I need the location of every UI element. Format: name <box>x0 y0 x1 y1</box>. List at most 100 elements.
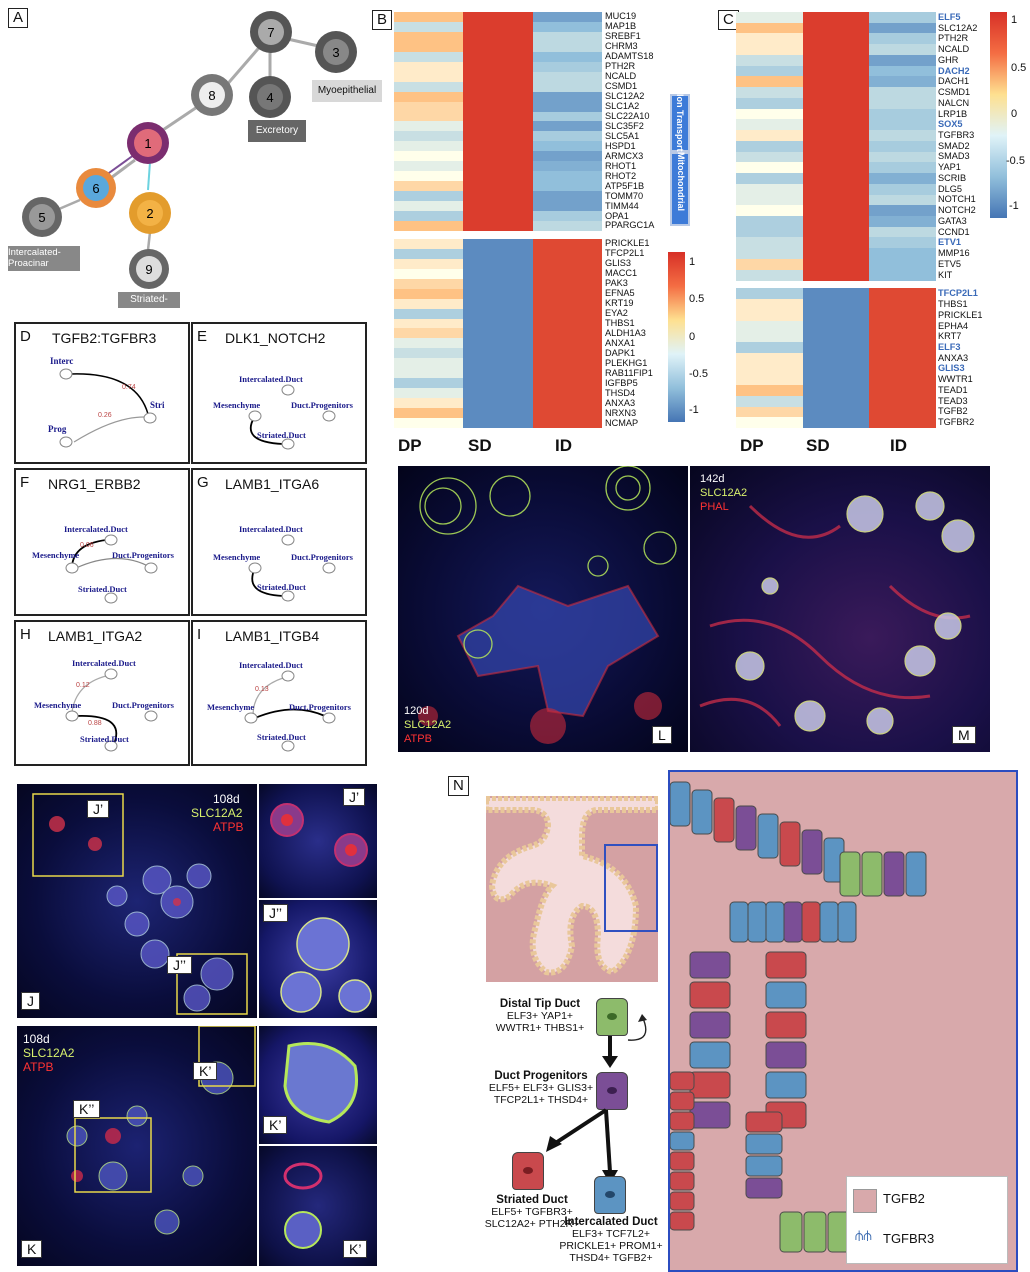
net-node-label: Mesenchyme <box>32 550 80 560</box>
micrograph-channel-red: ATPB <box>23 1060 54 1074</box>
heatmap-cell <box>802 65 870 77</box>
gene-label: ANXA3 <box>938 352 969 363</box>
duct-cell <box>745 1177 783 1199</box>
heatmap-cell <box>802 97 870 110</box>
network-panel-e: E DLK1_NOTCH2 Intercalated.Duct Mesenchy… <box>191 322 367 464</box>
gene-label: RHOT1 <box>605 160 637 171</box>
duct-cell <box>765 981 807 1009</box>
heatmap-cell <box>463 101 533 112</box>
gene-label: PPARGC1A <box>605 220 655 231</box>
inset-label: K’ <box>343 1240 368 1258</box>
heatmap-cell <box>394 12 464 23</box>
gene-label: GHR <box>938 54 959 65</box>
heatmap-cell <box>802 151 870 163</box>
duct-cell <box>670 1131 695 1151</box>
net-node-label: Intercalated.Duct <box>239 374 303 384</box>
colorbar-c-tick: 1 <box>1011 14 1018 26</box>
heatmap-cell <box>736 130 803 142</box>
gene-label: EYA2 <box>605 308 628 319</box>
heatmap-cell <box>869 299 936 311</box>
gene-label: ETV5 <box>938 258 961 269</box>
gene-label: MACC1 <box>605 268 638 279</box>
duct-cell <box>689 951 731 979</box>
heatmap-cell <box>532 418 602 429</box>
heatmap-cell <box>532 278 602 290</box>
gene-label: PAK3 <box>605 278 628 289</box>
heatmap-cell <box>394 328 464 339</box>
heatmap-cell <box>532 111 602 122</box>
legend-label-tgfbr3: TGFBR3 <box>883 1231 935 1246</box>
heatmap-cell <box>532 81 602 92</box>
network-title: DLK1_NOTCH2 <box>225 330 326 346</box>
net-node-label: Striated.Duct <box>257 430 306 440</box>
heatmap-cell <box>869 12 936 24</box>
heatmap-cell <box>532 131 602 142</box>
duct-cell <box>670 1151 695 1171</box>
heatmap-cell <box>869 65 936 77</box>
duct-cell <box>837 901 857 943</box>
gene-label: ELF5 <box>938 11 961 22</box>
duct-cell <box>713 797 735 843</box>
inset-label-kp: K’ <box>193 1062 218 1080</box>
network-panel-d: D TGFB2:TGFBR3 Interc Stri Prog 0.74 0.2… <box>14 322 190 464</box>
duct-zoom-panel: TGFB2 ⫛⫛ TGFBR3 <box>668 770 1018 1272</box>
gene-label: NCMAP <box>605 417 639 428</box>
heatmap-cell <box>463 161 533 172</box>
heatmap-cell <box>802 162 870 174</box>
gene-label: GLIS3 <box>605 258 632 269</box>
net-node-label: Intercalated.Duct <box>239 524 303 534</box>
tree-node-8: 8 <box>191 74 233 116</box>
heatmap-cell <box>394 248 464 260</box>
net-node-label: Striated.Duct <box>80 734 129 744</box>
heatmap-cell <box>394 258 464 270</box>
heatmap-cell <box>869 205 936 217</box>
net-node-label: Duct.Progenitors <box>112 700 174 710</box>
heatmap-cell <box>869 54 936 67</box>
label-intercalated-proacinar: Intercalated-Proacinar <box>8 246 80 271</box>
svg-text:5: 5 <box>38 210 45 225</box>
heatmap-cell <box>869 44 936 56</box>
heatmap-cell <box>463 338 533 349</box>
tree-node-4: 4 <box>249 76 291 118</box>
heatmap-cell <box>394 278 464 290</box>
gene-label: TFCP2L1 <box>605 248 645 259</box>
heatmap-cell <box>532 201 602 212</box>
inset-label-jpp: J’’ <box>167 956 192 974</box>
gene-label: LRP1B <box>938 108 968 119</box>
heatmap-cell <box>463 171 533 182</box>
heatmap-cell <box>394 378 464 389</box>
duct-cell <box>883 851 905 897</box>
micrograph-day: 142d <box>700 473 725 485</box>
heatmap-cell <box>736 320 803 332</box>
heatmap-cell <box>463 348 533 359</box>
duct-cell <box>670 1211 695 1231</box>
gene-label: TFCP2L1 <box>938 288 978 299</box>
duct-cell <box>905 851 927 897</box>
heatmap-cell <box>532 21 602 33</box>
inset-label: K’ <box>263 1116 288 1134</box>
heatmap-cell <box>532 31 602 43</box>
gene-label: NRXN3 <box>605 407 637 418</box>
heatmap-cell <box>802 33 870 45</box>
duct-cell <box>745 1133 783 1155</box>
heatmap-cell <box>869 119 936 131</box>
heatmap-cell <box>463 378 533 389</box>
duct-cell <box>689 981 731 1009</box>
heatmap-cell <box>736 108 803 120</box>
micrograph-channel-green: SLC12A2 <box>700 487 748 499</box>
label-striated-sgsc: Striated-SGSC <box>118 292 180 321</box>
duct-cell <box>670 1111 695 1131</box>
heatmap-cell <box>532 91 602 102</box>
duct-cell <box>839 851 861 897</box>
heatmap-cell <box>736 363 803 375</box>
duct-cell <box>803 1211 827 1253</box>
heatmap-cell <box>802 194 870 206</box>
gene-label: SLC12A2 <box>605 91 645 102</box>
duct-cell <box>779 821 801 867</box>
heatmap-cell <box>869 183 936 195</box>
heatmap-cell <box>394 308 464 319</box>
heatmap-cell <box>394 368 464 379</box>
heatmap-cell <box>463 418 533 429</box>
duct-cell <box>729 901 749 943</box>
tree-node-6: 6 <box>76 168 116 208</box>
